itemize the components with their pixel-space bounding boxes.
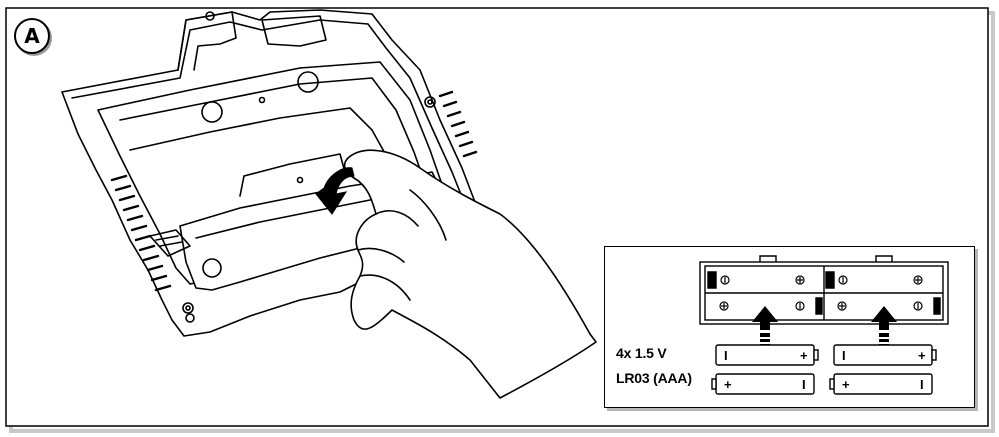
battery-1-minus: I: [724, 348, 728, 363]
battery-3-minus: I: [802, 377, 806, 392]
battery-type: LR03 (AAA): [616, 370, 692, 386]
battery-2-minus: I: [842, 348, 846, 363]
battery-4-plus: +: [842, 377, 850, 392]
step-badge: A: [14, 18, 50, 54]
battery-1-plus: +: [800, 348, 808, 363]
battery-4-minus: I: [920, 377, 924, 392]
battery-2-plus: +: [918, 348, 926, 363]
battery-count-voltage: 4x 1.5 V: [616, 345, 667, 361]
step-label: A: [24, 24, 40, 48]
battery-3-plus: +: [724, 377, 732, 392]
